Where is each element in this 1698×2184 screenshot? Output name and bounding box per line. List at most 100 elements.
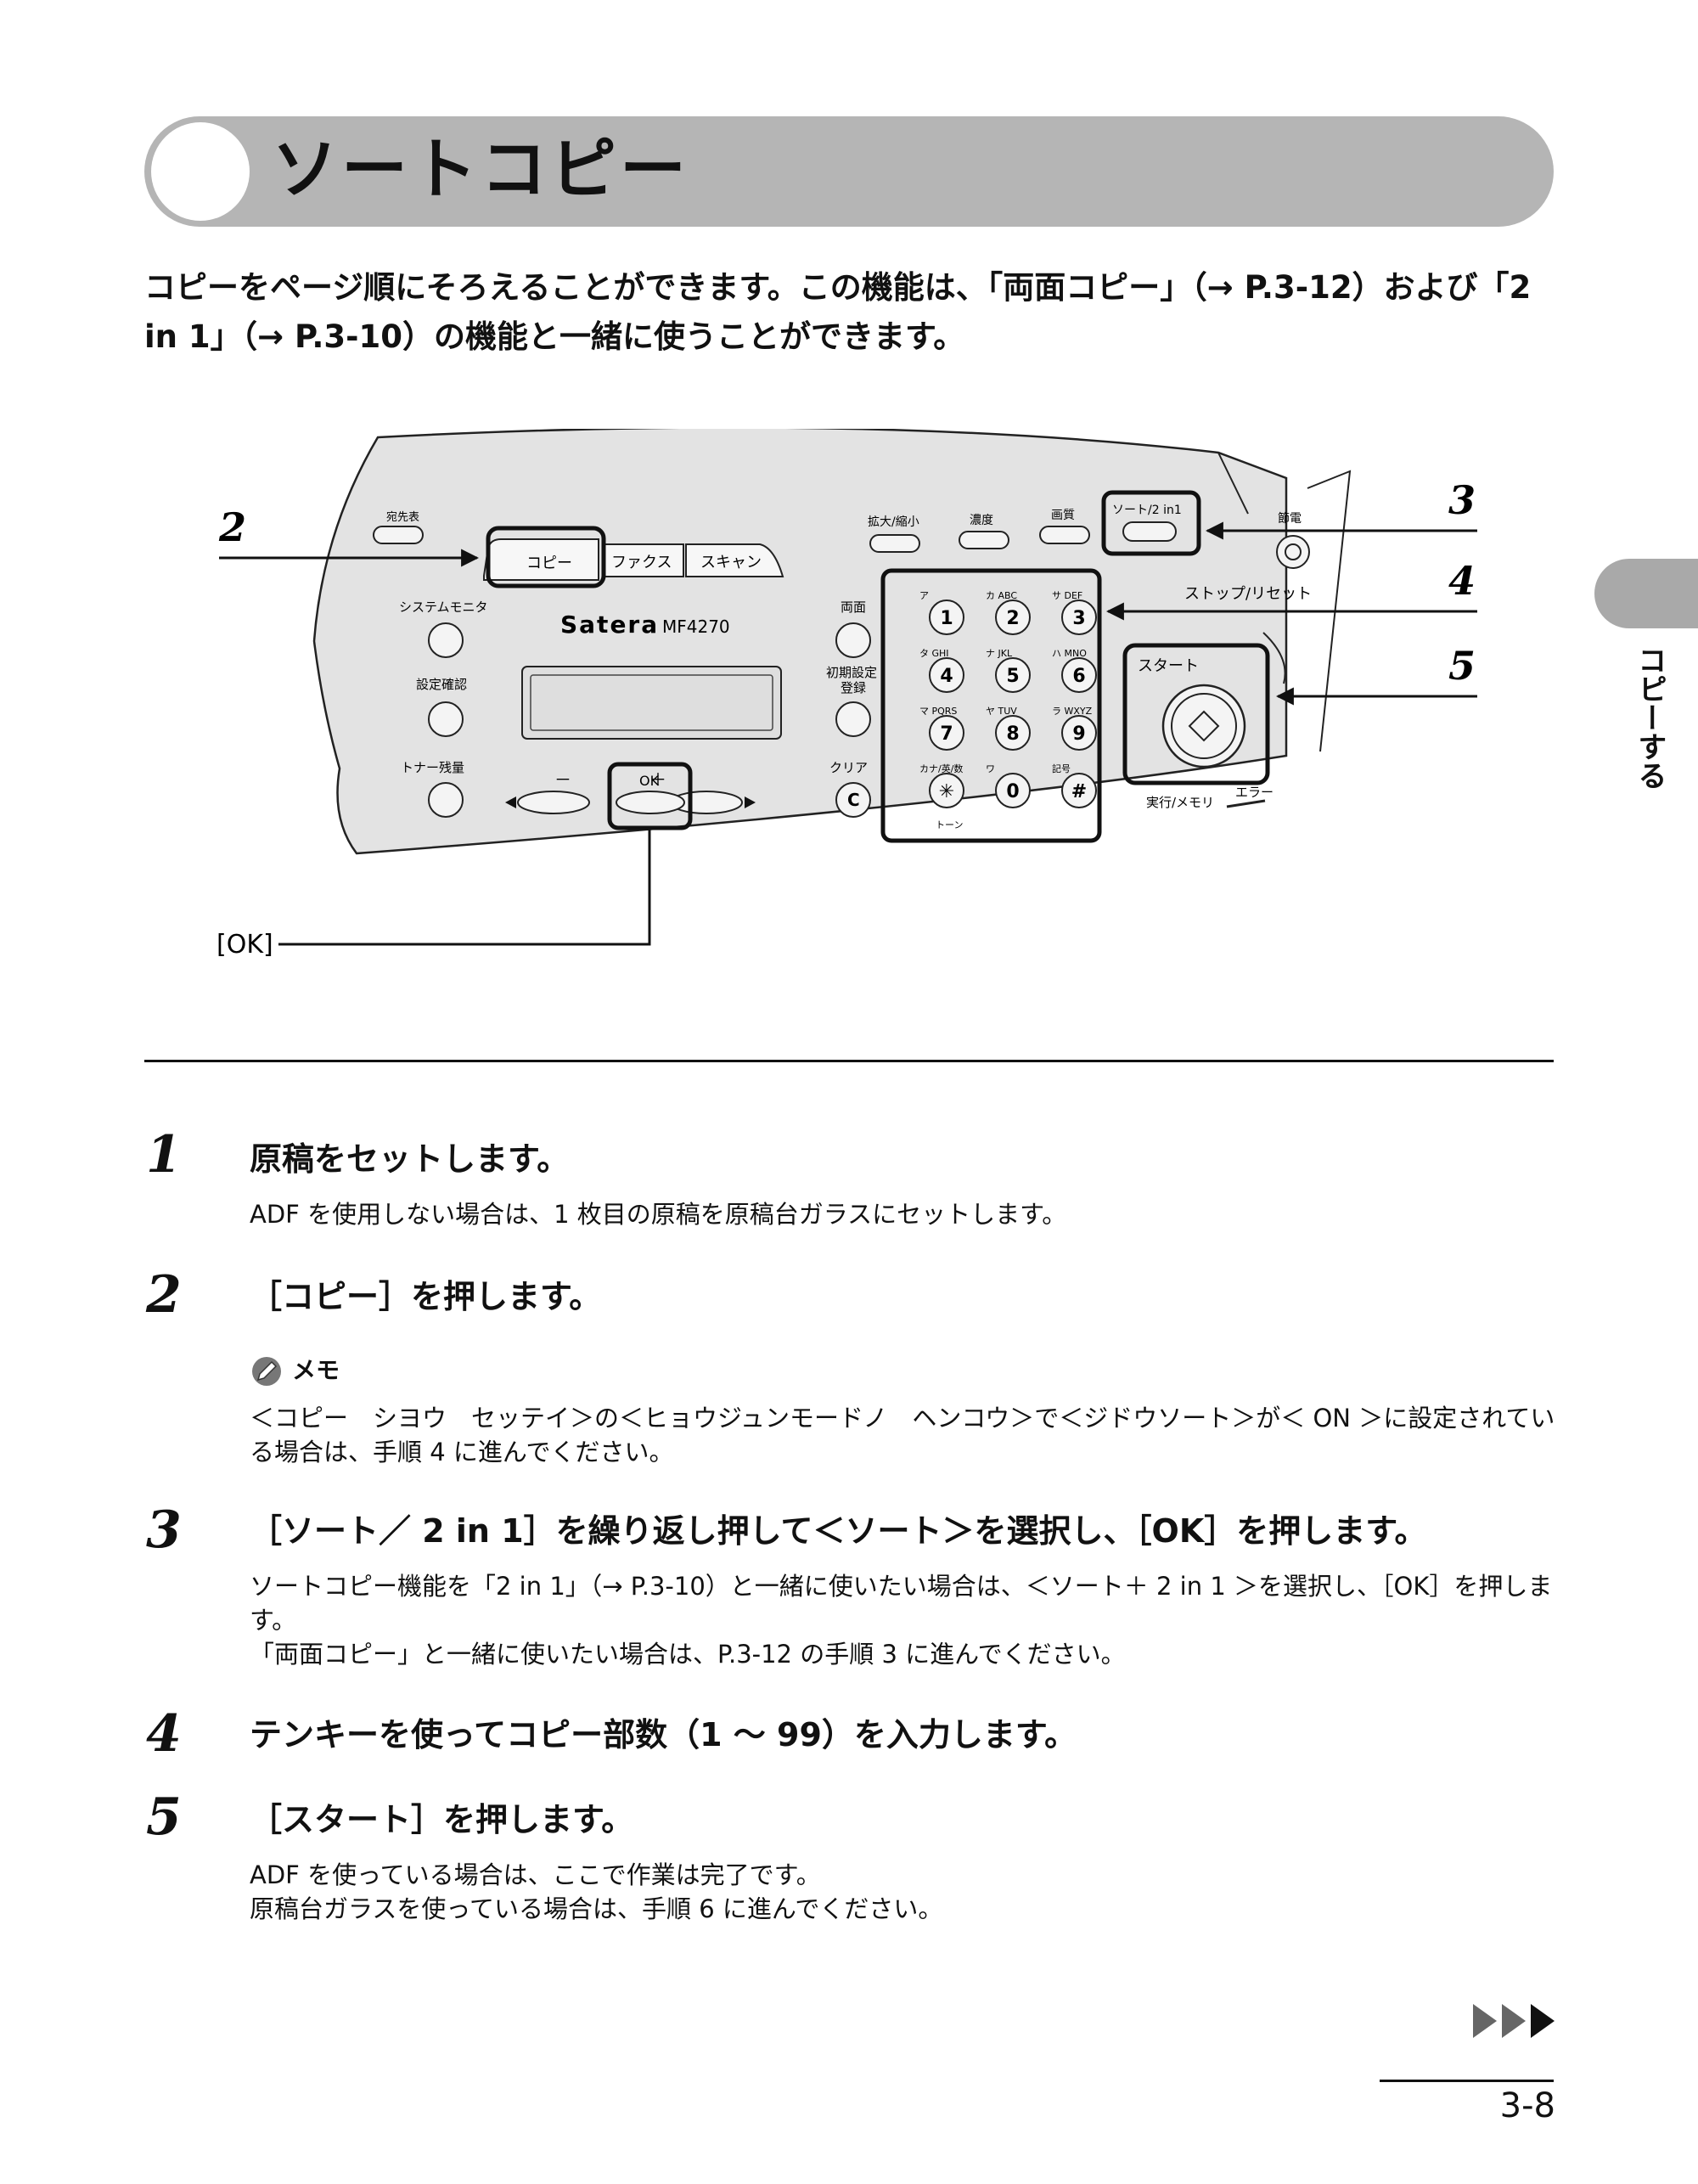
start-diamond-icon — [1188, 710, 1220, 742]
keypad-key-label: カナ/英/数 — [919, 763, 963, 774]
keypad-key-label: サ DEF — [1052, 590, 1082, 601]
keypad-key-label: ナ JKL — [986, 648, 1013, 659]
keypad-key — [995, 715, 1031, 751]
keypad-key-number: 3 — [1072, 608, 1085, 629]
tone-label: トーン — [936, 819, 963, 830]
initial-settings-label: 初期設定 — [826, 665, 877, 680]
brand-logo: Satera — [560, 611, 659, 639]
page-number: 3-8 — [1499, 2086, 1555, 2125]
title-banner — [144, 116, 1554, 227]
keypad-key — [1061, 773, 1097, 808]
keypad: ア1 カ ABC 2 サ DEF 3 タ GHI 4 ナ JKL 5 ハ MNO 6 マ PQRS 7 ヤ… — [919, 590, 1097, 808]
keypad-key-number: 9 — [1072, 723, 1085, 745]
left-buttons: 宛先表 システムモニタ 設定確認 トナー残量 — [373, 511, 488, 818]
start-highlight — [1122, 643, 1270, 785]
enlarge-reduce-button — [869, 534, 920, 553]
scan-tab-label: スキャン — [700, 554, 762, 571]
duplex-label: 両面 — [841, 599, 866, 615]
plus-label: ＋ — [649, 769, 666, 790]
minus-button — [517, 791, 590, 814]
step-number: 1 — [146, 1125, 182, 1185]
step-title: ［スタート］を押します。 — [250, 1801, 634, 1838]
copy-tab-label: コピー — [526, 554, 572, 572]
keypad-key-number: 2 — [1006, 608, 1019, 629]
duplex-button — [835, 622, 871, 658]
error-label: エラー — [1235, 785, 1274, 800]
register-button — [835, 701, 871, 737]
toner-label: トナー残量 — [401, 760, 464, 775]
step-number: 3 — [146, 1500, 182, 1560]
keypad-key — [995, 773, 1031, 808]
keypad-key-number: 1 — [940, 608, 953, 629]
step-body: ADF を使っている場合は、ここで作業は完了です。 — [250, 1860, 821, 1889]
system-monitor-label: システムモニタ — [399, 599, 488, 615]
next-page-arrows-icon — [1473, 2004, 1555, 2038]
callout-ok: [OK] — [216, 930, 273, 960]
address-book-button — [373, 526, 424, 544]
step-title: ［ソート／ 2 in 1］を繰り返し押して＜ソート＞を選択し、［OK］を押します… — [250, 1512, 1427, 1550]
clear-label: クリア — [829, 760, 868, 775]
sort-highlight — [1101, 490, 1201, 556]
keypad-key — [929, 715, 964, 751]
keypad-key — [929, 599, 964, 635]
keypad-key-label: ア — [919, 590, 929, 601]
keypad-key — [1061, 599, 1097, 635]
toner-button — [428, 782, 464, 818]
step-body: 原稿台ガラスを使っている場合は、手順 6 に進んでください。 — [250, 1894, 943, 1923]
keypad-key-number: 7 — [940, 723, 953, 745]
chapter-tab-label: コピーする — [1633, 645, 1667, 790]
keypad-key-label: マ PQRS — [919, 706, 957, 717]
keypad-key-number: 6 — [1072, 666, 1085, 687]
processing-memory-label: 実行/メモリ — [1146, 795, 1214, 810]
copy-highlight — [486, 526, 606, 588]
density-label: 濃度 — [970, 514, 993, 527]
keypad-key — [995, 599, 1031, 635]
quality-label: 画質 — [1051, 509, 1075, 522]
sort-2in1-button — [1122, 521, 1177, 542]
step-body: ADF を使用しない場合は、1 枚目の原稿を原稿台ガラスにセットします。 — [250, 1200, 1067, 1229]
svg-text:C: C — [847, 790, 860, 810]
keypad-key-label: ワ — [986, 763, 995, 774]
keypad-key-label: タ GHI — [919, 648, 949, 659]
step-number: 5 — [146, 1787, 182, 1847]
keypad-highlight — [880, 568, 1102, 843]
model-name: MF4270 — [662, 616, 730, 637]
keypad-key-label: ヤ TUV — [986, 706, 1017, 717]
energy-saver-label: 節電 — [1278, 511, 1302, 526]
keypad-key — [995, 657, 1031, 693]
keypad-key-number: 4 — [940, 666, 953, 687]
keypad-key-label: ラ WXYZ — [1052, 706, 1093, 717]
ok-label: OK — [639, 773, 660, 789]
keypad-key — [1061, 715, 1097, 751]
callout-5: 5 — [1448, 643, 1476, 689]
clear-button — [835, 782, 871, 818]
density-button — [959, 531, 1009, 549]
step-number: 2 — [146, 1265, 182, 1325]
callout-3: 3 — [1448, 477, 1476, 523]
stop-reset-label: ストップ/リセット — [1184, 585, 1312, 603]
callout-2: 2 — [218, 504, 246, 550]
keypad-key-number: ✳ — [939, 781, 954, 802]
start-label: スタート — [1138, 657, 1199, 675]
address-book-label: 宛先表 — [386, 511, 419, 524]
ok-button — [616, 791, 685, 814]
chapter-tab — [1594, 559, 1698, 628]
step-body: ソートコピー機能を「2 in 1」（→ P.3-10）と一緒に使いたい場合は、＜… — [250, 1572, 1553, 1635]
memo-label: メモ — [250, 1354, 340, 1388]
section-divider — [144, 1060, 1554, 1062]
sort-label: ソート/2 in1 — [1112, 504, 1182, 517]
keypad-key-number: 8 — [1006, 723, 1019, 745]
page-number-rule — [1380, 2080, 1554, 2082]
keypad-key-number: 5 — [1006, 666, 1019, 687]
memo-text: ＜コピー シヨウ セッテイ＞の＜ヒョウジュンモードノ ヘンコウ＞で＜ジドウソート… — [250, 1404, 1555, 1466]
keypad-key-label: ハ MNO — [1052, 648, 1087, 659]
start-button — [1161, 684, 1246, 768]
keypad-key-number: 0 — [1006, 781, 1019, 802]
callout-4: 4 — [1448, 558, 1476, 604]
step-title: 原稿をセットします。 — [250, 1140, 570, 1178]
keypad-key-number: # — [1071, 781, 1087, 802]
enlarge-reduce-label: 拡大/縮小 — [868, 515, 919, 529]
title-decoration — [151, 122, 250, 221]
keypad-key — [1061, 657, 1097, 693]
keypad-key-label: カ ABC — [986, 590, 1017, 601]
